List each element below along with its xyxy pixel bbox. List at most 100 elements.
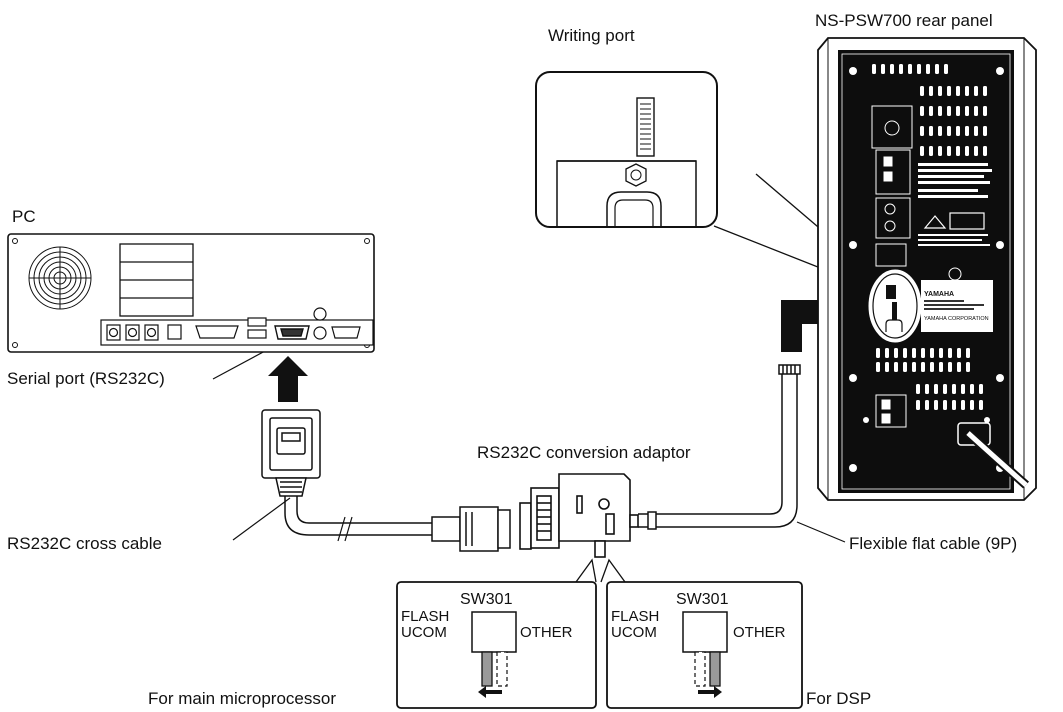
vent-slot <box>948 348 952 358</box>
vent-slot <box>974 106 978 116</box>
vent-slot <box>934 400 938 410</box>
vent-slot <box>903 348 907 358</box>
cable-plug <box>432 507 510 551</box>
vent-slot <box>944 64 948 74</box>
vent-slot <box>947 146 951 156</box>
for-dsp-label: For DSP <box>806 689 871 708</box>
vent-slot <box>929 126 933 136</box>
cross-cable <box>285 496 432 541</box>
vent-slot <box>961 400 965 410</box>
vent-slot <box>956 86 960 96</box>
pc-unit <box>8 234 374 352</box>
fan-grille-icon <box>29 247 91 309</box>
vent-slot <box>894 348 898 358</box>
vent-slot <box>970 384 974 394</box>
rear-panel: YAMAHA YAMAHA CORPORATION <box>818 38 1036 500</box>
vent-slot <box>921 362 925 372</box>
vent-slot <box>952 384 956 394</box>
vent-slot <box>983 86 987 96</box>
up-arrow-icon <box>268 356 308 402</box>
vent-slot <box>965 126 969 136</box>
vent-slot <box>925 384 929 394</box>
vent-slot <box>935 64 939 74</box>
vent-slot <box>894 362 898 372</box>
vent-slot <box>929 146 933 156</box>
writing-port-label: Writing port <box>548 26 635 45</box>
vent-slot <box>939 362 943 372</box>
vent-slot <box>920 106 924 116</box>
vent-slot <box>938 146 942 156</box>
sw301-label-left: SW301 <box>460 591 513 608</box>
vent-slot <box>970 400 974 410</box>
switch-inset-dsp: SW301 FLASH UCOM OTHER <box>607 582 802 708</box>
rs232c-adaptor <box>520 474 638 557</box>
vent-slot <box>947 126 951 136</box>
ucom-label-right: UCOM <box>611 624 657 641</box>
vent-slot <box>938 86 942 96</box>
vent-slot <box>974 126 978 136</box>
vent-slot <box>966 348 970 358</box>
writing-port-connector <box>637 98 654 156</box>
vent-slot <box>943 384 947 394</box>
flat-cable-label: Flexible flat cable (9P) <box>849 534 1017 553</box>
vent-slot <box>948 362 952 372</box>
switch-body-right <box>683 612 727 652</box>
vent-slot <box>929 86 933 96</box>
other-label-right: OTHER <box>733 624 786 641</box>
vent-slot <box>974 86 978 96</box>
serial-port <box>275 326 309 339</box>
vent-slot <box>916 400 920 410</box>
vent-slot <box>938 126 942 136</box>
db9-connector <box>262 410 320 496</box>
sw301-label-right: SW301 <box>676 591 729 608</box>
vent-slot <box>957 362 961 372</box>
switch-lever-inactive <box>497 652 507 686</box>
vent-slot <box>947 86 951 96</box>
vent-slot <box>943 400 947 410</box>
vent-slot <box>930 348 934 358</box>
serial-port-label: Serial port (RS232C) <box>7 369 165 388</box>
vent-slot <box>917 64 921 74</box>
vent-slot <box>926 64 930 74</box>
vent-slot <box>934 384 938 394</box>
switch-lever-inactive <box>695 652 705 686</box>
vent-slot <box>961 384 965 394</box>
vent-slot <box>920 86 924 96</box>
vent-slot <box>956 126 960 136</box>
vent-slot <box>920 146 924 156</box>
vent-slot <box>912 348 916 358</box>
vent-slot <box>979 400 983 410</box>
rear-panel-label: NS-PSW700 rear panel <box>815 11 993 30</box>
vent-slot <box>876 362 880 372</box>
vent-slot <box>920 126 924 136</box>
flash-label-right: FLASH <box>611 608 659 625</box>
pc-label: PC <box>12 207 36 226</box>
vent-slot <box>983 126 987 136</box>
vent-slot <box>974 146 978 156</box>
cross-cable-label: RS232C cross cable <box>7 534 162 553</box>
ucom-label-left: UCOM <box>401 624 447 641</box>
vent-slot <box>965 106 969 116</box>
vent-slot <box>908 64 912 74</box>
vent-slot <box>912 362 916 372</box>
vent-slot <box>929 106 933 116</box>
panel-corporation-text: YAMAHA CORPORATION <box>924 316 989 322</box>
vent-slot <box>881 64 885 74</box>
vent-slot <box>925 400 929 410</box>
vent-slot <box>876 348 880 358</box>
vent-slot <box>966 362 970 372</box>
flash-label-left: FLASH <box>401 608 449 625</box>
vent-slot <box>957 348 961 358</box>
other-label-left: OTHER <box>520 624 573 641</box>
vent-slot <box>979 384 983 394</box>
vent-slot <box>965 86 969 96</box>
vent-slot <box>885 362 889 372</box>
vent-slot <box>965 146 969 156</box>
vent-slot <box>952 400 956 410</box>
adaptor-label: RS232C conversion adaptor <box>477 443 691 462</box>
vent-slot <box>916 384 920 394</box>
vent-slot <box>938 106 942 116</box>
vent-slot <box>956 146 960 156</box>
vent-slot <box>890 64 894 74</box>
